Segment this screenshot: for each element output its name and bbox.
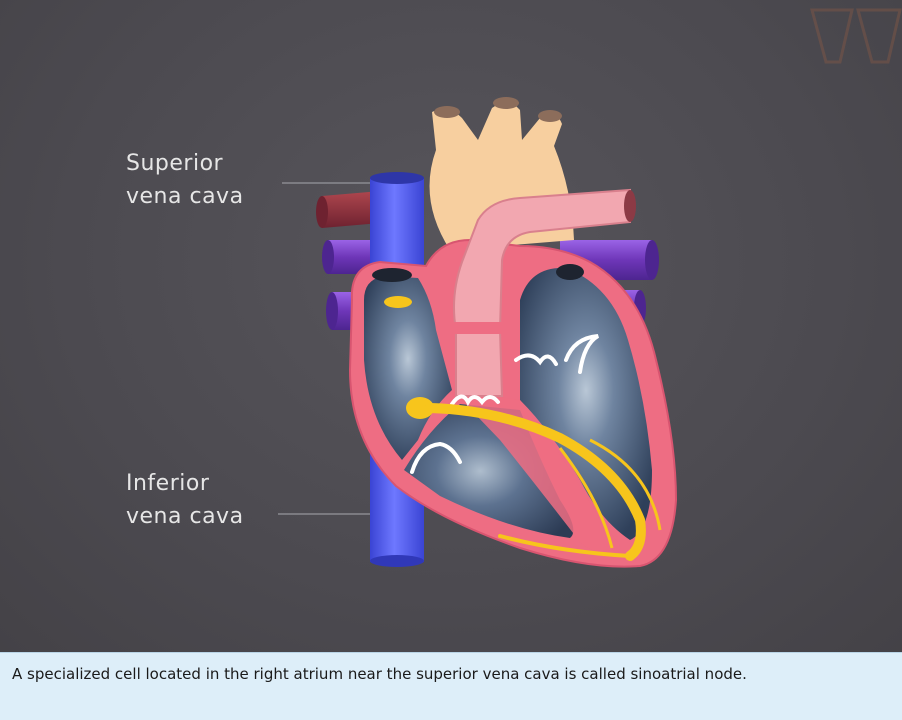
heart-illustration	[278, 8, 902, 568]
brand-logo	[810, 8, 902, 64]
left-ventricle-chamber	[520, 267, 652, 540]
caption-text: A specialized cell located in the right …	[12, 665, 747, 683]
pulmonary-valve-ring	[454, 322, 506, 334]
heart-valves	[410, 334, 600, 474]
atrioventricular-node	[406, 397, 434, 419]
sinoatrial-node	[384, 296, 412, 308]
septum	[452, 390, 620, 552]
conduction-system	[384, 296, 662, 561]
inferior-vena-cava-label: Inferior vena cava	[126, 471, 244, 529]
pulmonary-artery	[453, 188, 631, 397]
caption-bar: A specialized cell located in the right …	[0, 652, 902, 720]
heart-diagram: Superior vena cava Inferior vena cava	[0, 0, 902, 652]
superior-vena-cava-label: Superior vena cava	[126, 151, 244, 209]
